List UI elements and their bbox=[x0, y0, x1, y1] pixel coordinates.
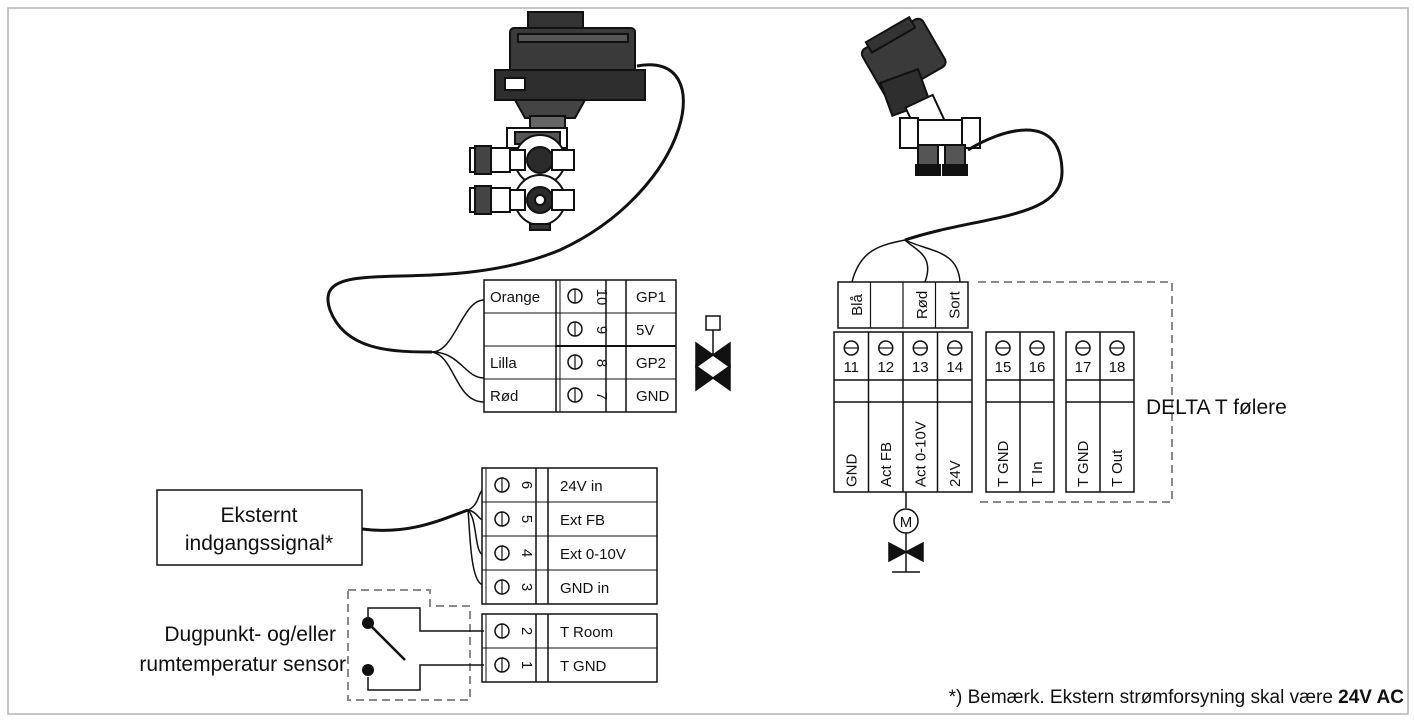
screw-terminal bbox=[878, 340, 894, 356]
screw-terminal bbox=[843, 340, 859, 356]
valve-terminal-number: 7 bbox=[593, 392, 610, 400]
terminal-number: 4 bbox=[518, 549, 535, 557]
valve-wire-label: Orange bbox=[490, 289, 540, 306]
terminal-number: 3 bbox=[518, 583, 535, 591]
screw-terminal bbox=[567, 321, 583, 337]
terminal-number: 1 bbox=[518, 661, 535, 669]
actuator-signal-label: 24V bbox=[947, 460, 964, 487]
footnote-text: *) Bemærk. Ekstern strømforsyning skal v… bbox=[949, 687, 1339, 708]
sensor-label-line1: Dugpunkt- og/eller bbox=[164, 623, 336, 646]
valve-terminal-number: 8 bbox=[593, 359, 610, 367]
valve-signal-label: GP1 bbox=[636, 289, 666, 306]
footnote: *) Bemærk. Ekstern strømforsyning skal v… bbox=[949, 687, 1405, 708]
delta-terminal-number: 18 bbox=[1109, 359, 1126, 376]
terminal-signal-label: T Room bbox=[560, 624, 613, 641]
actuator-wire-label: Rød bbox=[914, 291, 931, 319]
actuator-terminal-number: 12 bbox=[877, 359, 894, 376]
delta-signal-label: T GND bbox=[1075, 440, 1092, 487]
screw-terminal bbox=[494, 511, 510, 527]
valve-signal-label: GND bbox=[636, 388, 670, 405]
screw-terminal bbox=[1029, 340, 1045, 356]
delta-valve-drawing bbox=[860, 15, 981, 176]
screw-terminal bbox=[567, 354, 583, 370]
screw-terminal bbox=[567, 288, 583, 304]
delta-terminal-number: 16 bbox=[1029, 359, 1046, 376]
terminal-signal-label: Ext 0-10V bbox=[560, 546, 626, 563]
delta-terminal-number: 17 bbox=[1075, 359, 1092, 376]
valve-wire-label: Lilla bbox=[490, 355, 517, 372]
frame-border bbox=[7, 7, 1409, 715]
external-input-label-line1: Eksternt bbox=[220, 504, 297, 527]
motor-label: M bbox=[900, 514, 913, 531]
actuator-wire-label: Sort bbox=[947, 290, 964, 318]
actuator-wire-label: Blå bbox=[849, 294, 866, 316]
terminal-number: 5 bbox=[518, 515, 535, 523]
delta-terminal-number: 15 bbox=[995, 359, 1012, 376]
screw-terminal bbox=[912, 340, 928, 356]
screw-terminal bbox=[567, 387, 583, 403]
valve-actuator-drawing bbox=[469, 11, 646, 231]
terminal-number: 6 bbox=[518, 481, 535, 489]
footnote-bold: 24V AC bbox=[1338, 687, 1404, 708]
actuator-signal-label: Act 0-10V bbox=[912, 421, 929, 487]
terminal-signal-label: Ext FB bbox=[560, 512, 605, 529]
screw-terminal bbox=[947, 340, 963, 356]
screw-terminal bbox=[494, 545, 510, 561]
delta-signal-label: T In bbox=[1029, 461, 1046, 487]
actuator-signal-label: GND bbox=[843, 454, 860, 488]
screw-terminal bbox=[995, 340, 1011, 356]
motor-symbol: M bbox=[888, 492, 924, 573]
actuator-terminal-number: 13 bbox=[912, 359, 929, 376]
delta-t-enclosure bbox=[978, 281, 1173, 503]
sensor-label-line2: rumtemperatur sensor bbox=[139, 653, 346, 676]
terminal-number: 2 bbox=[518, 627, 535, 635]
screw-terminal bbox=[494, 623, 510, 639]
actuator-terminal-number: 11 bbox=[843, 359, 859, 376]
actuator-terminal-number: 14 bbox=[946, 359, 963, 376]
sensor-terminal-block: 2 T Room 1 T GND bbox=[481, 613, 658, 683]
valve-signal-label: GP2 bbox=[636, 355, 666, 372]
screw-terminal bbox=[494, 657, 510, 673]
delta-t-blocks: 15 T GND 16 T In 17 T GND 18 T Out bbox=[985, 331, 1135, 493]
valve-terminal-number: 9 bbox=[593, 326, 610, 334]
external-input-box: Eksternt indgangssignal* bbox=[156, 489, 363, 566]
cables bbox=[326, 63, 1064, 586]
screw-terminal bbox=[494, 579, 510, 595]
actuator-signal-label: Act FB bbox=[878, 442, 895, 487]
delta-signal-label: T GND bbox=[995, 440, 1012, 487]
external-input-label-line2: indgangssignal* bbox=[185, 532, 333, 555]
terminal-signal-label: GND in bbox=[560, 580, 609, 597]
delta-signal-label: T Out bbox=[1109, 449, 1126, 487]
valve-symbol-gp bbox=[695, 315, 731, 392]
terminal-signal-label: 24V in bbox=[560, 478, 603, 495]
sensor-switch bbox=[347, 589, 484, 701]
screw-terminal bbox=[1075, 340, 1091, 356]
valve-terminal-number: 10 bbox=[593, 289, 610, 306]
input-terminal-block: 6 24V in 5 Ext FB 4 Ext 0-10V 3 GND in bbox=[481, 467, 658, 605]
terminal-signal-label: T GND bbox=[560, 658, 607, 675]
delta-t-label: DELTA T følere bbox=[1146, 396, 1287, 419]
valve-signal-label: 5V bbox=[636, 322, 654, 339]
screw-terminal bbox=[1109, 340, 1125, 356]
valve-wire-label: Rød bbox=[490, 388, 518, 405]
screw-terminal bbox=[494, 477, 510, 493]
